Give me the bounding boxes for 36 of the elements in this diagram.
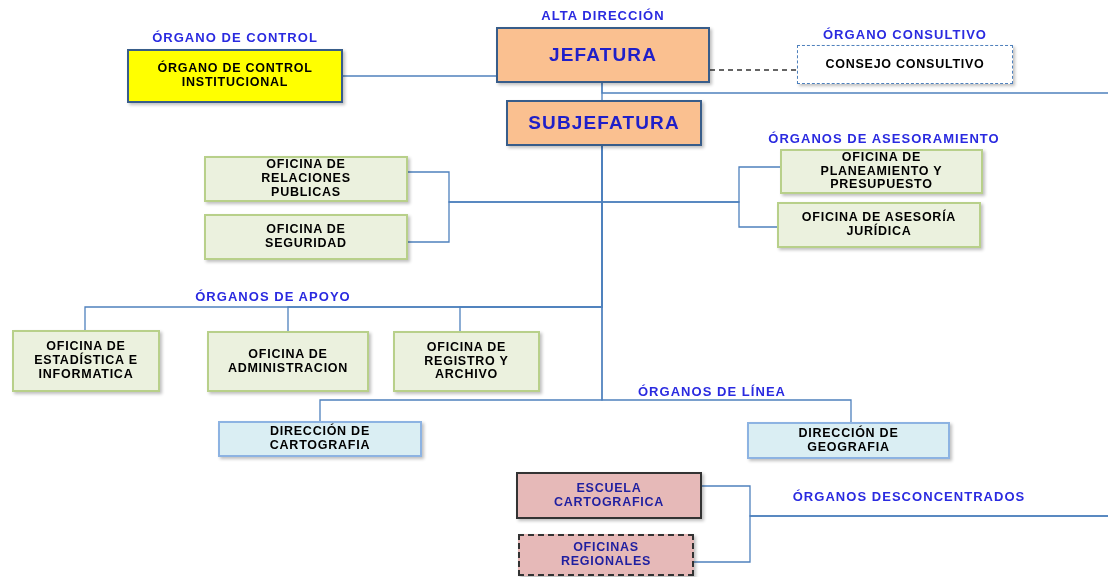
org-unit-box xyxy=(204,214,408,260)
unit-name: JEFATURA xyxy=(549,44,657,66)
group-heading: ALTA DIRECCIÓN xyxy=(541,9,665,22)
group-heading: ÓRGANO DE CONTROL xyxy=(152,31,318,44)
unit-name: OFICINA DE ESTADÍSTICA E INFORMATICA xyxy=(34,340,138,382)
connector-line xyxy=(709,69,798,71)
org-unit-box xyxy=(516,472,702,519)
connector-line xyxy=(342,75,497,77)
unit-name: OFICINA DE ADMINISTRACION xyxy=(227,347,349,376)
unit-name: OFICINA DE RELACIONES PUBLICAS xyxy=(260,158,352,200)
org-unit-box xyxy=(506,100,702,146)
group-heading: ÓRGANO CONSULTIVO xyxy=(822,28,988,41)
group-heading: ÓRGANOS DE APOYO xyxy=(193,289,353,303)
unit-name: OFICINA DE SEGURIDAD xyxy=(264,223,348,251)
unit-name: DIRECCIÓN DE GEOGRAFIA xyxy=(797,426,900,455)
connector-line xyxy=(693,515,1108,563)
connector-line xyxy=(601,82,1108,94)
org-unit-box xyxy=(518,534,694,576)
org-unit-box xyxy=(218,421,422,457)
org-unit-box xyxy=(12,330,160,392)
org-unit-box xyxy=(204,156,408,202)
unit-name: ESCUELA CARTOGRAFICA xyxy=(552,481,666,510)
org-unit-box xyxy=(207,331,369,392)
org-unit-box xyxy=(393,331,540,392)
org-unit-box xyxy=(747,422,950,459)
unit-name: OFICINA DE PLANEAMIENTO Y PRESUPUESTO xyxy=(819,150,944,193)
org-unit-box xyxy=(780,149,983,194)
group-heading: ÓRGANOS DE ASESORAMIENTO xyxy=(766,131,1002,145)
unit-name: SUBJEFATURA xyxy=(528,112,680,134)
org-unit-box xyxy=(777,202,981,248)
unit-name: ÓRGANO DE CONTROL INSTITUCIONAL xyxy=(156,62,314,90)
unit-name: CONSEJO CONSULTIVO xyxy=(825,57,985,72)
unit-name: OFICINA DE ASESORÍA JURÍDICA xyxy=(800,211,958,239)
unit-name: OFICINAS REGIONALES xyxy=(559,541,653,569)
unit-name: DIRECCIÓN DE CARTOGRAFIA xyxy=(268,425,372,453)
unit-name: OFICINA DE REGISTRO Y ARCHIVO xyxy=(423,340,510,383)
